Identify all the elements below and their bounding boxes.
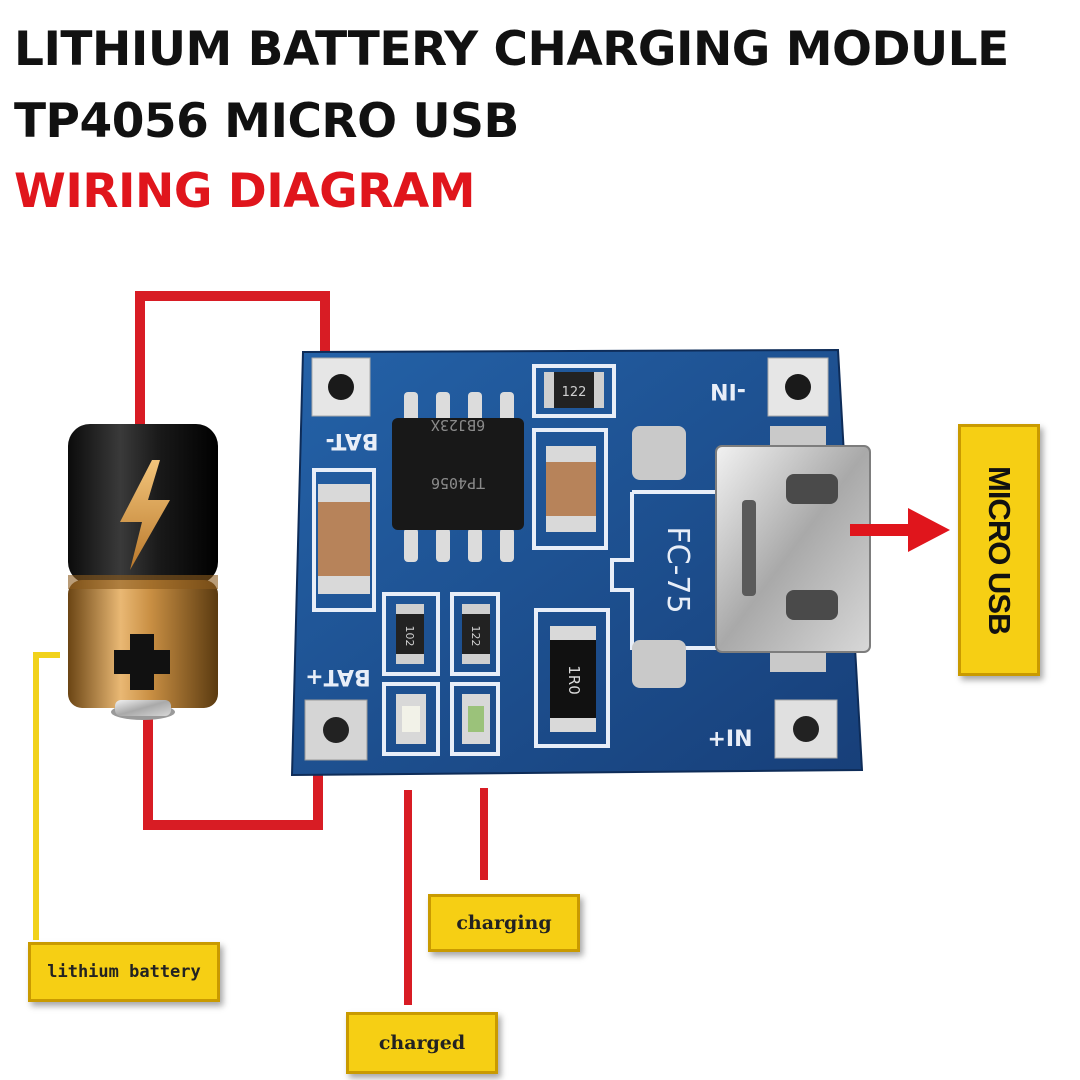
svg-text:122: 122 xyxy=(562,385,587,400)
title-line-1: LITHIUM BATTERY CHARGING MODULE xyxy=(14,22,1009,77)
title-line-3: WIRING DIAGRAM xyxy=(14,164,476,219)
plus-icon xyxy=(114,634,170,690)
svg-text:1R0: 1R0 xyxy=(565,665,583,695)
lightning-bolt-icon xyxy=(120,460,170,570)
battery-icon xyxy=(68,424,218,720)
tp4056-chip: TP4056 6BJ23X xyxy=(392,392,524,562)
svg-text:122: 122 xyxy=(469,626,482,647)
svg-text:BAT-: BAT- xyxy=(326,428,379,453)
led-charged xyxy=(396,694,426,744)
svg-text:+IN: +IN xyxy=(707,727,752,752)
led-charging xyxy=(462,694,490,744)
arrow-right-icon xyxy=(850,508,950,552)
svg-text:TP4056: TP4056 xyxy=(431,474,485,492)
svg-text:6BJ23X: 6BJ23X xyxy=(431,416,485,434)
red-wires xyxy=(135,291,488,1005)
title-line-2: TP4056 MICRO USB xyxy=(14,94,519,149)
callout-charged-label: charged xyxy=(378,1032,466,1054)
callout-micro-usb: MICRO USB xyxy=(958,424,1040,676)
svg-text:-IN: -IN xyxy=(710,378,746,403)
wire-battery-label xyxy=(33,652,60,940)
tp4056-board: TP4056 6BJ23X 122 102 122 1R0 xyxy=(290,348,871,777)
callout-charging-label: charging xyxy=(456,912,552,934)
svg-text:102: 102 xyxy=(403,626,416,647)
wire-bat-plus xyxy=(143,718,323,830)
callout-micro-usb-label: MICRO USB xyxy=(982,465,1017,635)
micro-usb-connector xyxy=(632,426,871,688)
wire-bat-minus xyxy=(135,291,330,425)
callout-charged: charged xyxy=(346,1012,498,1074)
callout-lithium-battery: lithium battery xyxy=(28,942,220,1002)
svg-text:FC-75: FC-75 xyxy=(660,526,695,613)
callout-charging: charging xyxy=(428,894,580,952)
svg-text:BAT+: BAT+ xyxy=(305,664,371,689)
callout-lithium-battery-label: lithium battery xyxy=(47,962,201,982)
